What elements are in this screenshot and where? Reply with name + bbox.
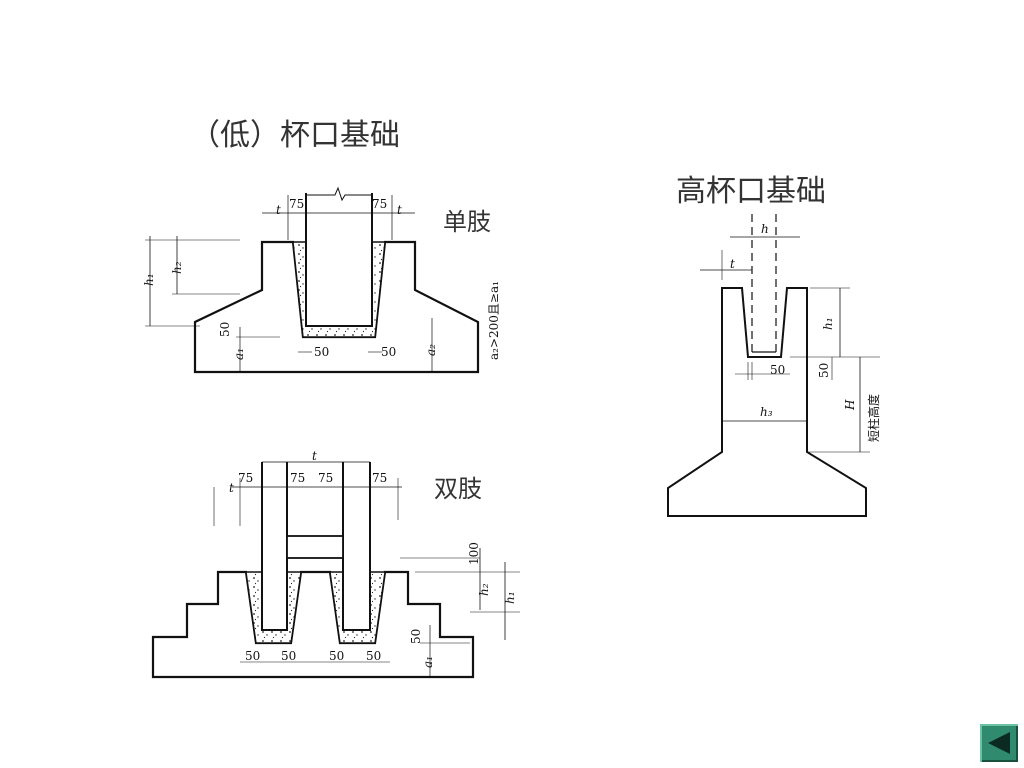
dim-50-base: 50	[770, 363, 785, 377]
dim-h3: h₃	[760, 405, 773, 419]
dim-t-left: t	[276, 203, 281, 217]
title-low-cup-foundation: （低）杯口基础	[190, 118, 400, 153]
dim-50-side: 50	[409, 629, 423, 644]
dim-t-top: t	[312, 449, 317, 463]
dim-50-bottom-right: 50	[381, 345, 396, 359]
dim-h1: h₁	[503, 591, 517, 604]
dim-75-left: 75	[289, 197, 304, 211]
high-cup-drawing: h t h₁ 50 50 h₃ H 短柱高度	[667, 214, 881, 517]
label-double-limb: 双肢	[434, 475, 482, 503]
dim-50-side: 50	[817, 363, 831, 378]
dim-75-2: 75	[290, 471, 305, 485]
dim-a1: a₁	[232, 348, 246, 360]
dim-H: H	[843, 399, 857, 411]
dim-50-b2: 50	[281, 649, 296, 663]
double-limb-drawing: t t 75 75 75 75 100 h₂ h₁ 50 a₁ 50 50 50…	[151, 449, 520, 679]
high-foundation-outline	[667, 287, 867, 517]
title-high-cup-foundation: 高杯口基础	[676, 174, 826, 209]
double-grout-fill-right	[329, 571, 386, 644]
dim-50-b4: 50	[366, 649, 381, 663]
back-arrow-icon	[988, 732, 1010, 754]
dim-t: t	[730, 257, 735, 271]
back-button[interactable]	[980, 724, 1018, 762]
dim-h2: h₂	[477, 583, 491, 596]
dim-75-3: 75	[318, 471, 333, 485]
dim-100: 100	[467, 542, 481, 565]
dim-t-right: t	[397, 203, 402, 217]
dim-h: h	[761, 222, 769, 236]
dim-50-b1: 50	[245, 649, 260, 663]
dim-t-left: t	[229, 481, 234, 495]
dim-75-4: 75	[372, 471, 387, 485]
label-short-column-height: 短柱高度	[866, 394, 881, 442]
single-limb-drawing: 75 75 t t h₁ h₂ 50 a₁ 50 50 a₂ a₂>200且≥a…	[142, 186, 501, 374]
dim-50-left: 50	[218, 322, 232, 337]
label-single-limb: 单肢	[443, 208, 491, 236]
dim-h1: h₁	[821, 317, 835, 330]
dim-50-b3: 50	[329, 649, 344, 663]
dim-50-bottom-left: 50	[314, 345, 329, 359]
single-column	[305, 193, 373, 327]
double-grout-fill-left	[245, 571, 302, 644]
dim-75-1: 75	[238, 471, 253, 485]
dim-h1: h₁	[142, 273, 156, 286]
note-a2-condition: a₂>200且≥a₁	[487, 281, 501, 360]
dim-a2: a₂	[424, 344, 438, 356]
dim-h2: h₂	[170, 261, 184, 274]
dim-a1: a₁	[421, 656, 435, 668]
dim-75-right: 75	[372, 197, 387, 211]
